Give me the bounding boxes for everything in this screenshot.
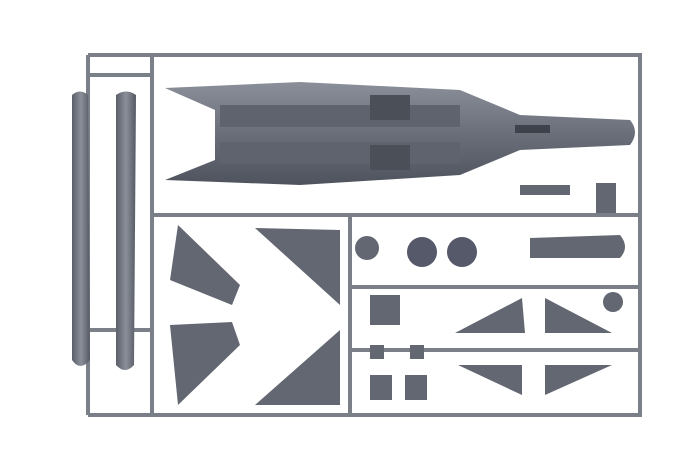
fuselage-part bbox=[165, 82, 635, 185]
wing-parts bbox=[170, 225, 340, 405]
small-parts bbox=[355, 183, 625, 400]
long-side-parts bbox=[72, 91, 136, 370]
